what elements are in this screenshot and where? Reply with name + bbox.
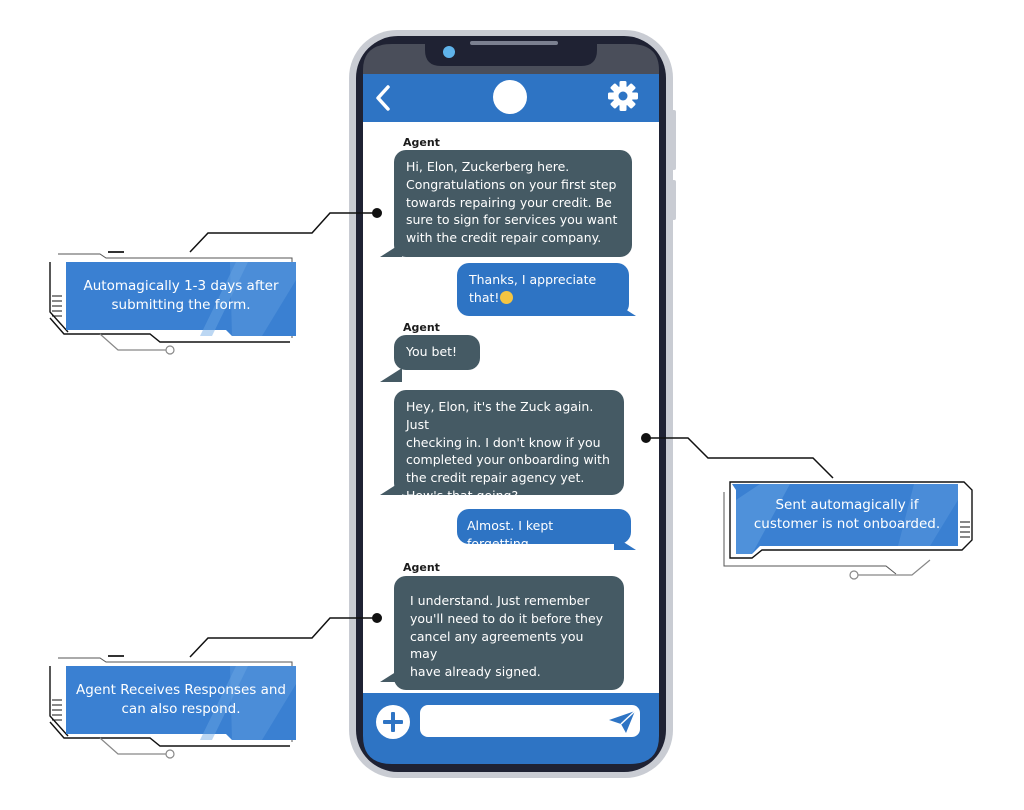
avatar-circle-icon[interactable]	[493, 80, 527, 114]
agent-message-bubble: Hi, Elon, Zuckerberg here. Congratulatio…	[394, 150, 632, 257]
side-button	[671, 110, 676, 170]
callout-text-2: Sent automagically if customer is not on…	[753, 497, 941, 532]
connector-line-3	[189, 617, 377, 658]
sender-label: Agent	[403, 561, 440, 574]
bubble-tail	[614, 302, 636, 316]
add-plus-circle-icon[interactable]	[375, 704, 411, 740]
callout-text-3: Agent Receives Responses and can also re…	[76, 682, 286, 717]
connector-dot	[641, 433, 651, 443]
bubble-tail	[614, 536, 636, 550]
agent-message-bubble: You bet!	[394, 335, 480, 370]
callout-frame-2	[723, 481, 973, 580]
side-button	[671, 180, 676, 220]
connector-lines	[189, 212, 834, 658]
back-chevron-icon[interactable]	[372, 84, 394, 112]
connector-line-2	[646, 437, 834, 479]
send-paper-plane-icon[interactable]	[608, 710, 636, 734]
callout-text-1: Automagically 1-3 days after submitting …	[83, 278, 279, 313]
agent-message-bubble: Hey, Elon, it's the Zuck again. Just che…	[394, 390, 624, 503]
bubble-tail	[380, 243, 402, 257]
agent-message-bubble: I understand. Just remember you'll need …	[394, 576, 624, 690]
connector-dot	[372, 613, 382, 623]
camera-icon	[443, 46, 455, 58]
sender-label: Agent	[403, 321, 440, 334]
message-input[interactable]	[420, 705, 640, 737]
bubble-tail	[380, 668, 402, 682]
user-message-text: Thanks, I appreciate that!	[469, 272, 597, 305]
phone-notch	[425, 40, 597, 66]
callout-frame-1	[49, 251, 296, 355]
connector-dot	[372, 208, 382, 218]
callout-frame-3	[49, 655, 296, 759]
gear-icon[interactable]	[607, 80, 639, 112]
connector-line-1	[189, 212, 377, 253]
sender-label: Agent	[403, 136, 440, 149]
bubble-tail	[380, 368, 402, 382]
user-message-bubble: Thanks, I appreciate that!	[457, 263, 629, 316]
bubble-tail	[380, 481, 402, 495]
speaker-grille	[470, 41, 558, 45]
smiling-face-emoji-icon	[500, 290, 514, 304]
user-message-bubble: Almost. I kept forgetting.	[457, 509, 631, 551]
